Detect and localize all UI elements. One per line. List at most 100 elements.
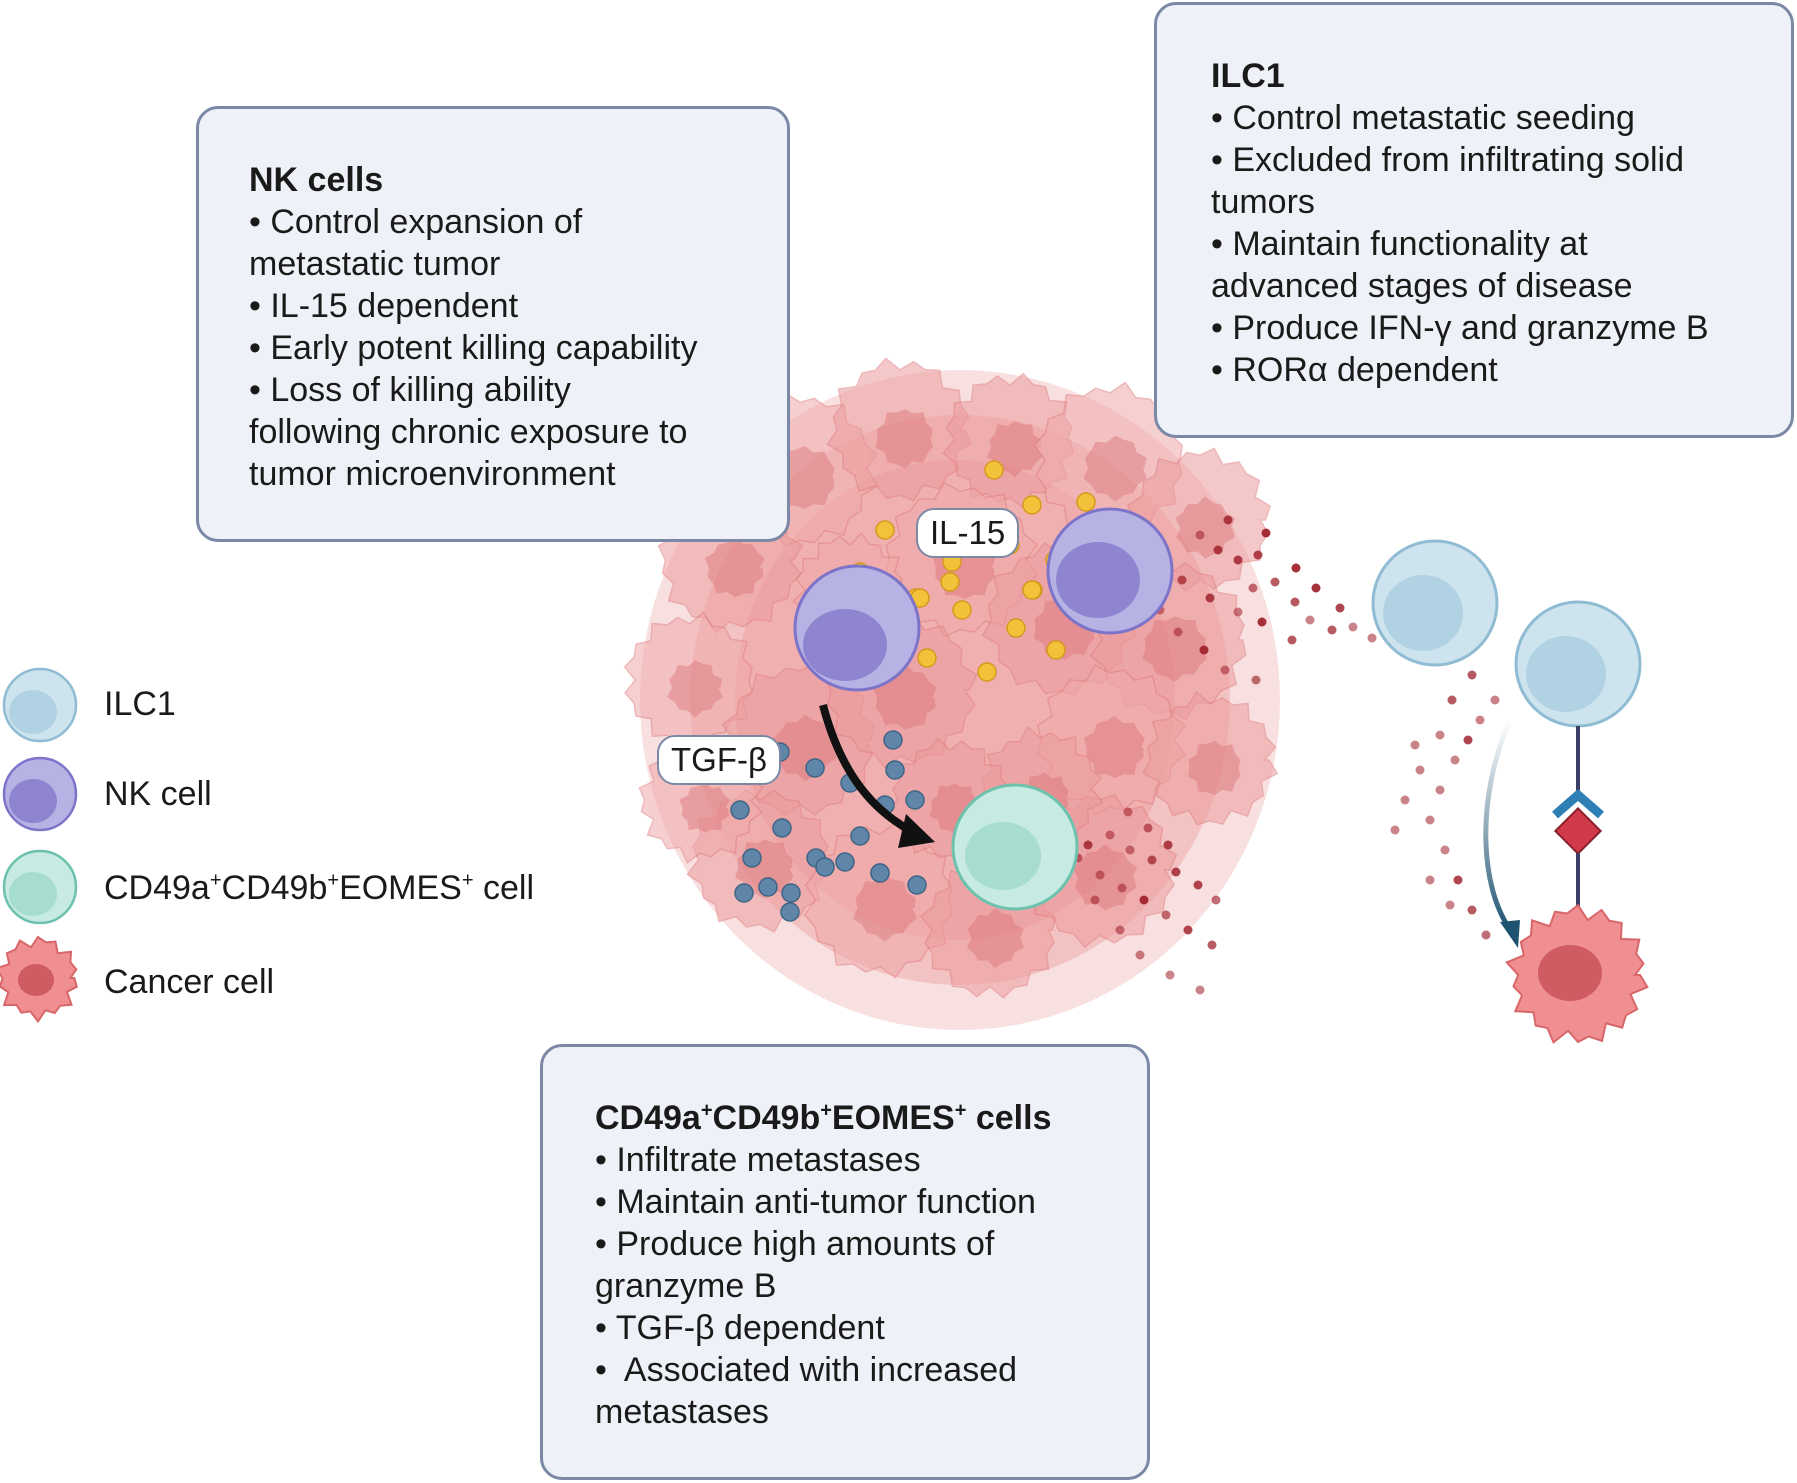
nk-box-line: • Early potent killing capability: [249, 329, 698, 367]
legend-nk-icon: [2, 756, 78, 832]
granzyme-particle: [1199, 645, 1209, 655]
il15-particle: [984, 460, 1004, 480]
tumor-cell: [623, 611, 753, 749]
tgfb-particle: [772, 818, 792, 838]
granzyme-particle: [1211, 895, 1221, 905]
ilc1-box-line: • Excluded from infiltrating solid: [1211, 141, 1684, 179]
ilc1-box-line: • Maintain functionality at: [1211, 225, 1588, 263]
cd49-title-part: EOMES: [831, 1099, 955, 1137]
granzyme-particle: [1171, 867, 1181, 877]
tumor-cell-nucleus: [1083, 435, 1148, 502]
nk-cell-right: [1046, 507, 1174, 635]
killing-arrowhead: [1500, 920, 1520, 948]
tgfb-particle: [907, 875, 927, 895]
tgfb-particle: [883, 730, 903, 750]
granzyme-particle: [1490, 695, 1500, 705]
granzyme-particle: [1183, 925, 1193, 935]
tumor-cell: [826, 357, 972, 502]
granzyme-particle: [1445, 900, 1455, 910]
granzyme-particle: [1165, 970, 1175, 980]
tgfb-particle: [850, 826, 870, 846]
granzyme-particle: [1450, 755, 1460, 765]
ilc1-box-line: tumors: [1211, 183, 1315, 221]
cd49-box-line: • Produce high amounts of: [595, 1225, 995, 1263]
il15-particle: [1076, 492, 1096, 512]
granzyme-particle: [1147, 855, 1157, 865]
tgfb-particle: [835, 852, 855, 872]
legend-cancer-label: Cancer cell: [104, 963, 275, 1001]
tgfb-particle: [781, 883, 801, 903]
cd49-box-line: • Associated with increased: [595, 1351, 1018, 1389]
tgfb-particle: [758, 877, 778, 897]
granzyme-particle: [1481, 930, 1491, 940]
granzyme-particle: [1467, 905, 1477, 915]
tumor-cell-nucleus: [678, 781, 730, 833]
tgfb-particle: [734, 883, 754, 903]
tumor-cell-nucleus: [852, 876, 917, 942]
legend-cd49-label: CD49a+CD49b+EOMES+ cell: [104, 868, 534, 908]
cd49-title-sup: +: [700, 1099, 713, 1122]
legend-cd49-part: cell: [473, 869, 535, 907]
granzyme-particle: [1163, 840, 1173, 850]
cd49-title-part: cells: [966, 1099, 1052, 1137]
il15-particle: [1022, 580, 1042, 600]
tumor-cell-nucleus: [967, 908, 1024, 969]
il15-particle: [1046, 640, 1066, 660]
granzyme-particle: [1435, 730, 1445, 740]
legend-ilc1-icon: [2, 667, 78, 743]
granzyme-particle: [1248, 583, 1258, 593]
nk-box-line: • Loss of killing ability: [249, 371, 571, 409]
granzyme-particle: [1257, 617, 1267, 627]
granzyme-particle: [1125, 845, 1135, 855]
il15-particle: [875, 520, 895, 540]
tumor-cell-nucleus: [667, 660, 724, 718]
granzyme-particle: [1233, 607, 1243, 617]
ilc1-box-title: ILC1: [1211, 57, 1285, 95]
legend-cancer-icon: [0, 935, 78, 1024]
tgfb-tag: TGF-β: [657, 735, 781, 785]
killing-arrow: [1483, 718, 1514, 934]
granzyme-particle: [1410, 740, 1420, 750]
granzyme-particle: [1095, 870, 1105, 880]
cd49-box-line: granzyme B: [595, 1267, 777, 1305]
granzyme-particle: [1467, 670, 1477, 680]
nk-cell-left: [793, 564, 921, 692]
granzyme-particle: [1348, 622, 1358, 632]
granzyme-particle: [1195, 985, 1205, 995]
granzyme-particle: [1090, 895, 1100, 905]
granzyme-particle: [1139, 895, 1149, 905]
nk-box-line: metastatic tumor: [249, 245, 501, 283]
granzyme-particle: [1117, 883, 1127, 893]
granzyme-particle: [1115, 925, 1125, 935]
granzyme-particle: [1143, 823, 1153, 833]
granzyme-particle: [1415, 765, 1425, 775]
legend-cd49-part: CD49b: [221, 869, 328, 907]
granzyme-particle: [1173, 627, 1183, 637]
cd49-title-part: CD49b: [712, 1099, 821, 1137]
ilc1-cell-bound: [1514, 600, 1642, 728]
granzyme-particle: [1287, 635, 1297, 645]
receptor-icon: [1552, 789, 1604, 819]
ilc1-box-line: • Produce IFN-γ and granzyme B: [1211, 309, 1709, 347]
nk-box-line: • Control expansion of: [249, 203, 583, 241]
legend-cd49-sup: +: [327, 869, 340, 892]
granzyme-particle: [1220, 665, 1230, 675]
nk-box-line: following chronic exposure to: [249, 413, 688, 451]
tumor-cell: [1142, 691, 1279, 826]
granzyme-particle: [1105, 830, 1115, 840]
conversion-arrow: [819, 703, 917, 837]
granzyme-particle: [1425, 875, 1435, 885]
granzyme-particle: [1463, 735, 1473, 745]
granzyme-particle: [1305, 615, 1315, 625]
legend-nk-label: NK cell: [104, 775, 212, 813]
ilc1-box-line: • RORα dependent: [1211, 351, 1498, 389]
granzyme-particle: [1251, 675, 1261, 685]
legend-cd49-sup: +: [461, 869, 474, 892]
cd49-box-line: • Maintain anti-tumor function: [595, 1183, 1036, 1221]
nk-box-line: • IL-15 dependent: [249, 287, 519, 325]
ilc1-box-line: • Control metastatic seeding: [1211, 99, 1635, 137]
tumor-cell-nucleus: [1073, 844, 1138, 911]
nk-cells-info-box: NK cells • Control expansion of metastat…: [196, 106, 790, 542]
granzyme-particle: [1400, 795, 1410, 805]
cd49-title-part: CD49a: [595, 1099, 701, 1137]
